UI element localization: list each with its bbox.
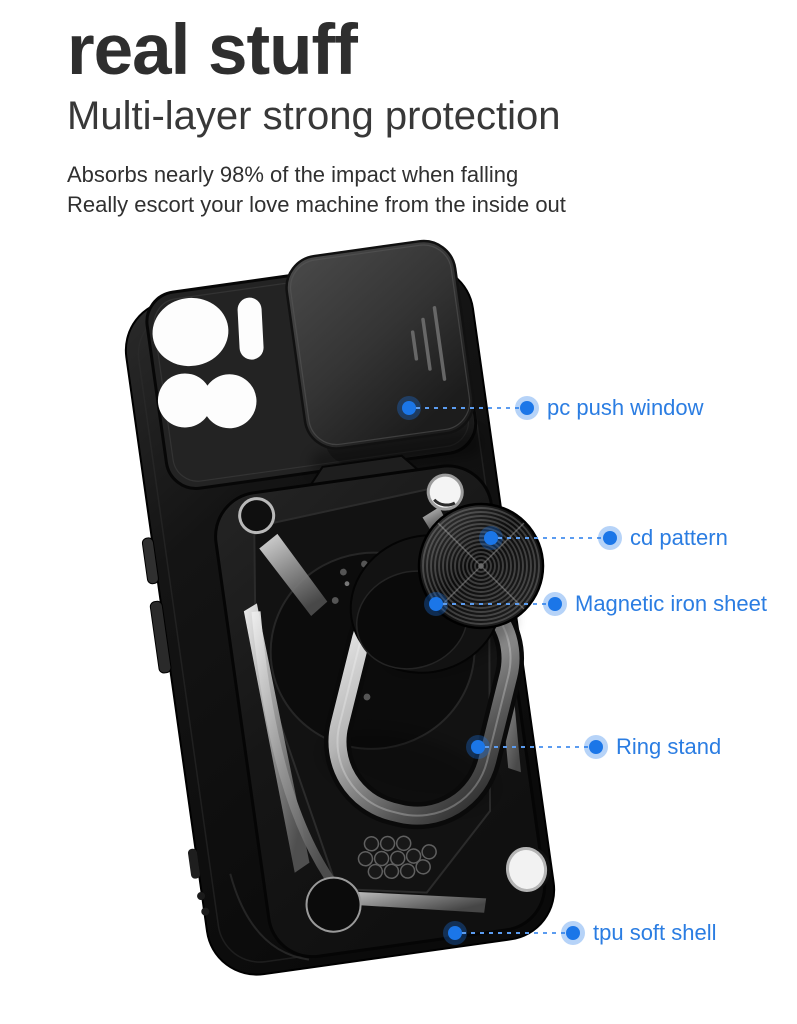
port-cutouts <box>187 848 210 916</box>
callout-dot-icon <box>603 531 617 545</box>
plate-bottom-left-hole <box>305 876 362 933</box>
camera-cutout-large <box>152 297 229 367</box>
flash-cutout <box>237 297 264 360</box>
callout-dash-line <box>416 407 520 409</box>
header: real stuff Multi-layer strong protection… <box>67 14 566 220</box>
callout-dot-icon <box>402 401 416 415</box>
description: Absorbs nearly 98% of the impact when fa… <box>67 160 566 220</box>
description-line-1: Absorbs nearly 98% of the impact when fa… <box>67 161 519 187</box>
magnetic-mount <box>349 534 503 674</box>
plate-top-holes <box>238 473 464 535</box>
plate-bottom-right-grommet <box>502 845 551 894</box>
callout-dot-icon <box>448 926 462 940</box>
callout-dash-line <box>498 537 603 539</box>
callout-dash-line <box>485 746 589 748</box>
callout-dot-icon <box>548 597 562 611</box>
callout-dot-icon <box>429 597 443 611</box>
callout-ring-stand: Ring stand <box>471 736 721 758</box>
cd-pattern-disc <box>417 502 545 630</box>
callout-dot-icon <box>484 531 498 545</box>
grip-lines <box>410 306 447 381</box>
callout-dash-line <box>443 603 548 605</box>
callout-label: tpu soft shell <box>593 920 717 945</box>
page-title: real stuff <box>67 11 358 90</box>
callout-tpu-soft-shell: tpu soft shell <box>448 922 717 944</box>
callout-label: pc push window <box>547 395 704 420</box>
callout-magnetic-iron-sheet: Magnetic iron sheet <box>429 593 767 615</box>
callout-dot-icon <box>566 926 580 940</box>
dual-camera-cutout <box>157 373 257 429</box>
callout-label: Ring stand <box>616 734 722 759</box>
callout-cd-pattern: cd pattern <box>484 527 728 549</box>
description-line-2: Really escort your love machine from the… <box>67 191 566 217</box>
callout-label: Magnetic iron sheet <box>575 591 767 616</box>
callout-dot-icon <box>589 740 603 754</box>
callout-dash-line <box>462 932 566 934</box>
callout-label: cd pattern <box>630 525 728 550</box>
page-subtitle: Multi-layer strong protection <box>67 93 561 138</box>
callout-dot-icon <box>471 740 485 754</box>
callout-dot-icon <box>520 401 534 415</box>
side-buttons <box>141 537 172 674</box>
honeycomb-texture <box>357 835 437 880</box>
callout-pc-push-window: pc push window <box>402 397 704 419</box>
